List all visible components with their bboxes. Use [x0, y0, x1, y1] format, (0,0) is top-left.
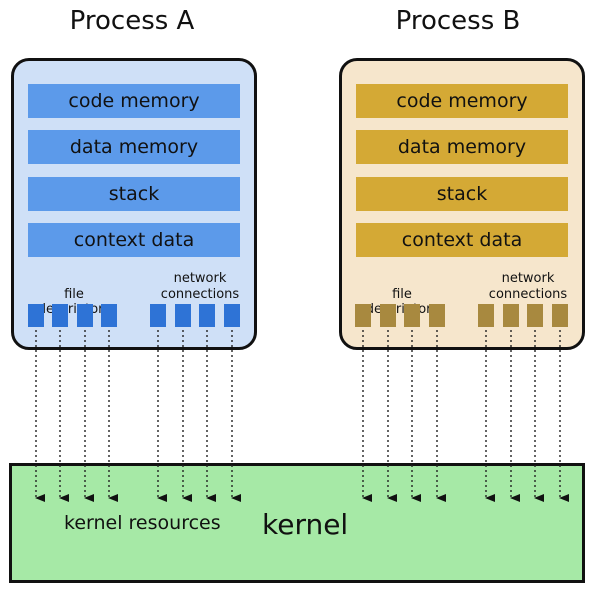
process-a-net-handle: [224, 304, 240, 327]
process-a-stack: stack: [28, 177, 240, 211]
process-b-net-label-1: network: [501, 271, 555, 286]
process-a-net-label-2: connections: [160, 287, 240, 302]
process-b-net-label-2: connections: [488, 287, 568, 302]
process-a-net-label-1: network: [173, 271, 227, 286]
process-a-net-handle: [199, 304, 215, 327]
kernel-label: kernel: [262, 508, 349, 541]
process-a-net-handle: [175, 304, 191, 327]
process-b-box: code memory data memory stack context da…: [339, 58, 585, 350]
process-b-net-handle: [552, 304, 568, 327]
process-b-context-data: context data: [356, 223, 568, 257]
process-a-data-memory: data memory: [28, 130, 240, 164]
process-a-fd-handle: [28, 304, 44, 327]
process-a-fd-handle: [77, 304, 93, 327]
process-a-code-memory: code memory: [28, 84, 240, 118]
process-b-fd-handle: [429, 304, 445, 327]
process-b-net-handle: [478, 304, 494, 327]
process-a-fd-handle: [101, 304, 117, 327]
process-b-net-handle: [503, 304, 519, 327]
process-a-context-data: context data: [28, 223, 240, 257]
process-b-fd-handle: [404, 304, 420, 327]
kernel-resources-label: kernel resources: [64, 512, 221, 534]
process-a-net-handle: [150, 304, 166, 327]
process-b-code-memory: code memory: [356, 84, 568, 118]
process-b-fd-handle: [380, 304, 396, 327]
process-a-box: code memory data memory stack context da…: [11, 58, 257, 350]
process-b-fd-handle: [355, 304, 371, 327]
process-b-stack: stack: [356, 177, 568, 211]
process-a-title: Process A: [69, 6, 195, 36]
process-a-fd-handle: [52, 304, 68, 327]
process-b-title: Process B: [395, 6, 521, 36]
process-b-data-memory: data memory: [356, 130, 568, 164]
kernel-box: kernel resources kernel: [9, 463, 585, 583]
process-b-net-handle: [527, 304, 543, 327]
